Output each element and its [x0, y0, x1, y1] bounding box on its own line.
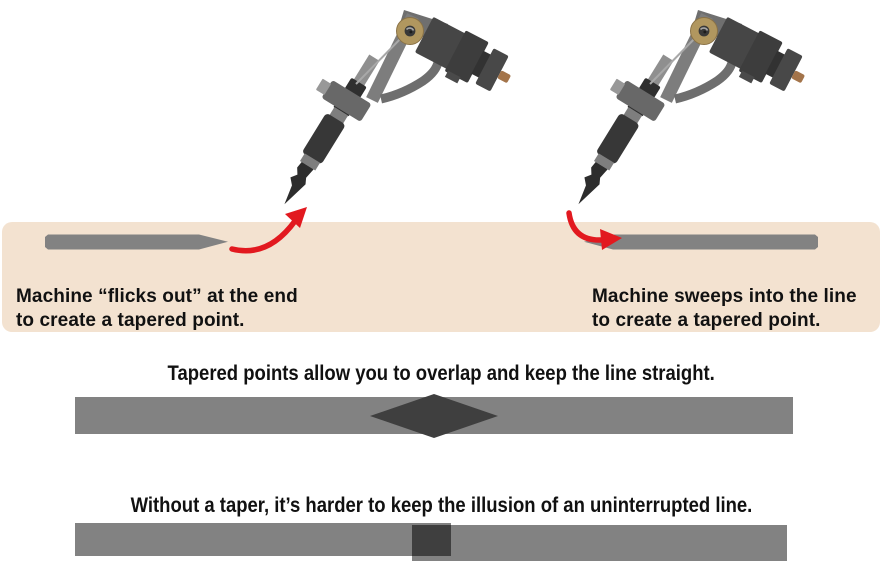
- untapered-line-bars: [75, 523, 787, 561]
- caption-tapered-overlap-text: Tapered points allow you to overlap and …: [167, 361, 716, 385]
- flick-out-note: Machine “flicks out” at the end to creat…: [16, 285, 298, 333]
- tattoo-machine-right-icon: [550, 10, 814, 216]
- untapered-bar-right: [412, 525, 787, 561]
- flick-out-arrow-icon: [229, 207, 307, 254]
- sweep-in-note: Machine sweeps into the line to create a…: [592, 285, 857, 333]
- flick-out-note-line2: to create a tapered point.: [16, 310, 245, 331]
- machine-motor: [415, 17, 511, 91]
- untapered-overlap-square-icon: [412, 525, 451, 556]
- tattoo-machine-left-icon: [284, 10, 511, 205]
- machine-cam-wheel: [396, 17, 424, 45]
- caption-without-taper: Without a taper, it’s harder to keep the…: [0, 493, 883, 518]
- tapered-overlap-diamond-icon: [370, 394, 498, 438]
- caption-without-taper-text: Without a taper, it’s harder to keep the…: [130, 493, 753, 517]
- caption-tapered-overlap: Tapered points allow you to overlap and …: [0, 361, 883, 386]
- sweep-in-note-line2: to create a tapered point.: [592, 310, 821, 331]
- sweep-in-note-line1: Machine sweeps into the line: [592, 286, 857, 307]
- tapered-line-left-icon: [45, 234, 228, 250]
- machine-grip: [284, 54, 380, 205]
- flick-out-note-line1: Machine “flicks out” at the end: [16, 286, 298, 307]
- sweep-in-arrow-icon: [566, 210, 622, 250]
- untapered-bar-left: [75, 523, 451, 556]
- tapered-line-right-icon: [584, 234, 818, 250]
